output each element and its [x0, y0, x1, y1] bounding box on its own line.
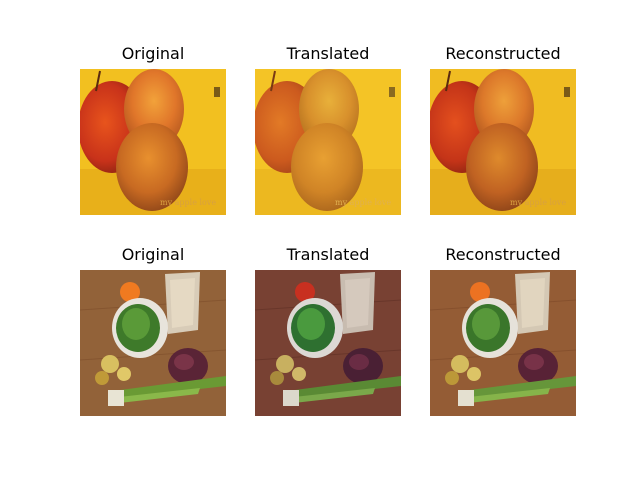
vegetables-reconstructed-photo [430, 270, 576, 416]
apples-mango-original-photo: my apple love [80, 69, 226, 215]
row1-reconstructed-image: my apple love [430, 69, 576, 215]
svg-text:my apple love: my apple love [510, 198, 566, 207]
vegetables-original-photo [80, 270, 226, 416]
row2-original-title: Original [121, 245, 185, 264]
apples-mango-translated-photo: my apple love [255, 69, 401, 215]
row1-translated-title: Translated [286, 44, 370, 63]
row1-translated-image: my apple love [255, 69, 401, 215]
apples-mango-reconstructed-photo: my apple love [430, 69, 576, 215]
row2-reconstructed-title: Reconstructed [445, 245, 561, 264]
vegetables-translated-photo [255, 270, 401, 416]
row2-original-image [80, 270, 226, 416]
row2-translated-image [255, 270, 401, 416]
row1-original-title: Original [121, 44, 185, 63]
svg-text:my apple love: my apple love [160, 198, 216, 207]
row1-original-image: my apple love [80, 69, 226, 215]
row2-reconstructed-image [430, 270, 576, 416]
svg-text:my apple love: my apple love [335, 198, 391, 207]
row1-reconstructed-title: Reconstructed [445, 44, 561, 63]
row2-translated-title: Translated [286, 245, 370, 264]
